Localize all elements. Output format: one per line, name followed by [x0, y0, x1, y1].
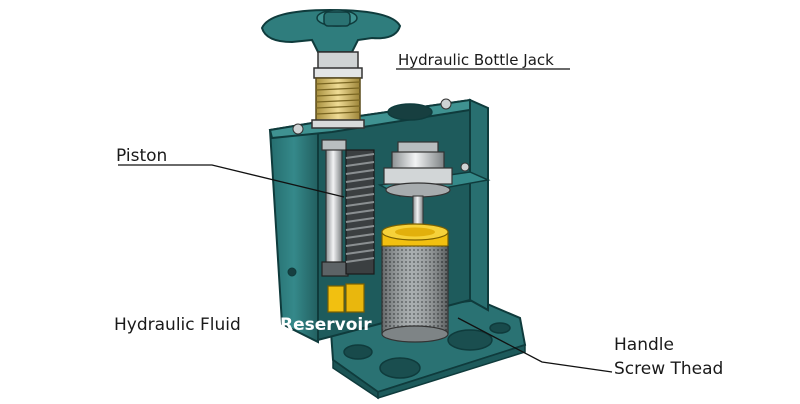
- label-fluid-reservoir: Reservoir: [280, 315, 372, 335]
- label-piston: Piston: [116, 146, 168, 166]
- diagram-title: Hydraulic Bottle Jack: [398, 51, 554, 69]
- leader-lines: [118, 68, 613, 373]
- reservoir-blocks: [327, 283, 365, 313]
- label-screw-thread: Screw Thead: [614, 359, 724, 379]
- screw-thread: [311, 51, 365, 129]
- piston: [321, 139, 375, 277]
- label-fluid-prefix: Hydraulic Fluid: [114, 315, 241, 335]
- filter-cylinder: [381, 223, 449, 343]
- valve-assembly: [383, 141, 453, 237]
- piston-leader: [118, 164, 345, 198]
- label-handle: Handle: [614, 335, 674, 355]
- handle-wheel: [260, 8, 402, 53]
- screw-leader: [457, 317, 613, 373]
